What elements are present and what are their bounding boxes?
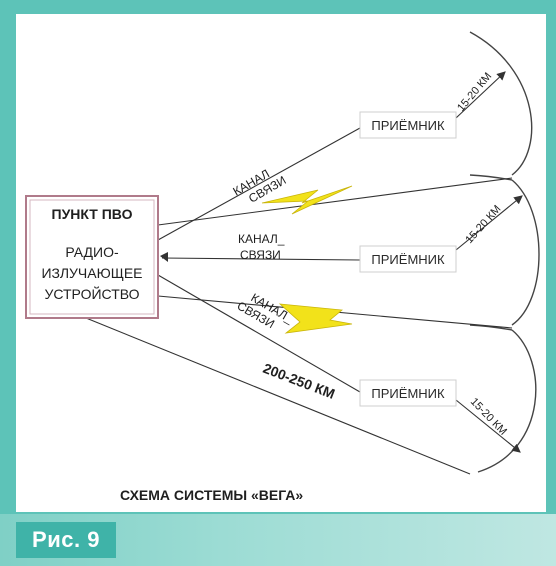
coverage-arc-1: [469, 31, 533, 176]
station-line-1: РАДИО-: [65, 244, 119, 260]
diagram-caption: СХЕМА СИСТЕМЫ «ВЕГА»: [120, 487, 303, 503]
channel-label-1: КАНАЛ СВЯЗИ: [231, 167, 289, 206]
emitter-point: [160, 252, 168, 262]
range-label-1: 15-20 КМ: [455, 70, 494, 114]
range-label-3: 15-20 КМ: [468, 396, 509, 438]
range-label-2: 15-20 КМ: [463, 203, 503, 246]
distance-label: 200-250 КМ: [261, 360, 337, 402]
receiver-3: ПРИЁМНИК: [359, 379, 457, 407]
air-defense-station: ПУНКТ ПВО РАДИО- ИЗЛУЧАЮЩЕЕ УСТРОЙСТВО: [25, 195, 159, 319]
receiver-label-1: ПРИЁМНИК: [371, 118, 445, 133]
receiver-label-2: ПРИЁМНИК: [371, 252, 445, 267]
receiver-box-2: [359, 245, 457, 273]
receiver-label-3: ПРИЁМНИК: [371, 386, 445, 401]
link-line-top: [157, 177, 513, 226]
figure-label: Рис. 9: [16, 522, 116, 558]
channel-line-1: [157, 127, 361, 241]
range-arrow-3: [455, 399, 521, 453]
lightning-bolt-2: [278, 303, 353, 334]
channel-2-line-2: СВЯЗИ: [240, 248, 281, 262]
lightning-bolts: [261, 185, 353, 334]
station-line-3: УСТРОЙСТВО: [44, 285, 139, 302]
coverage-arc-3: [477, 329, 537, 473]
channel-label-2: КАНАЛ_ СВЯЗИ: [238, 232, 285, 262]
receiver-box-1: [359, 111, 457, 139]
receiver-box-3: [359, 379, 457, 407]
range-arrow-1: [455, 71, 506, 119]
channel-line-3: [157, 274, 361, 393]
channel-label-3: КАНАЛ_ СВЯЗИ: [235, 290, 296, 331]
station-box-inner: [29, 199, 155, 315]
receiver-1: ПРИЁМНИК: [359, 111, 457, 139]
station-box: [25, 195, 159, 319]
coverage-cusp-1: [469, 174, 513, 181]
station-line-2: ИЗЛУЧАЮЩЕЕ: [41, 265, 142, 281]
lightning-bolt-1: [261, 185, 353, 215]
coverage-arcs: [469, 31, 540, 473]
channel-line-2: [161, 257, 361, 261]
range-arrow-2: [455, 195, 523, 251]
coverage-cusp-2: [469, 324, 513, 331]
receiver-2: ПРИЁМНИК: [359, 245, 457, 273]
channel-2-line-1: КАНАЛ_: [238, 232, 285, 246]
distance-line: [85, 317, 471, 475]
coverage-arc-2: [511, 179, 540, 326]
range-arrows: [455, 71, 523, 453]
station-title: ПУНКТ ПВО: [52, 206, 133, 222]
